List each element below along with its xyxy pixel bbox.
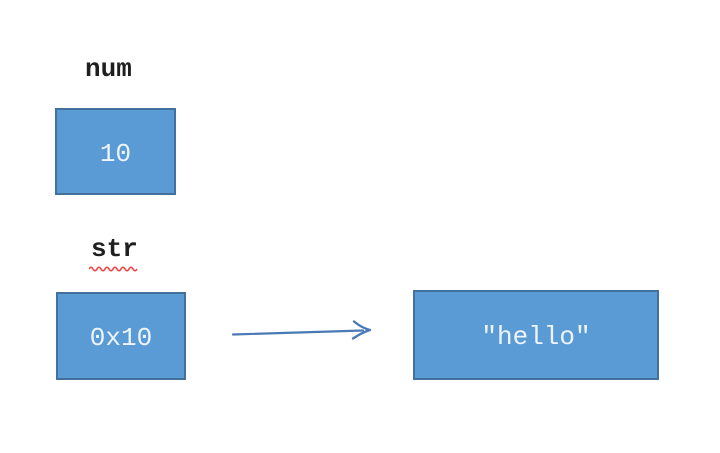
pointer-arrow [231,320,372,340]
heap-object-box: ″hello″ [413,290,659,380]
variable-label-str: str [91,234,138,264]
heap-object-value: ″hello″ [481,322,591,352]
memory-box-num-value: 10 [99,138,132,169]
memory-box-str-value: 0x10 [89,323,153,353]
memory-box-num: 10 [55,108,176,195]
spellcheck-squiggle [89,266,138,272]
memory-box-str: 0x10 [56,292,186,380]
variable-label-num: num [85,54,132,84]
